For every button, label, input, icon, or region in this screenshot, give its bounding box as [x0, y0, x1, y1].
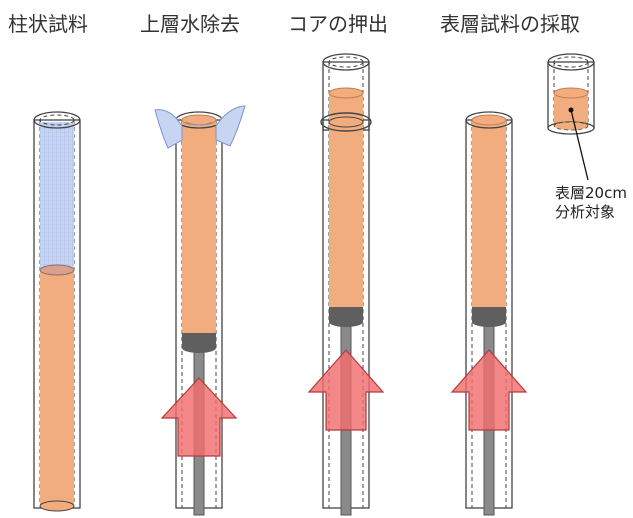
annotation-analysis-target: 分析対象	[555, 203, 616, 221]
step-title-extrude-core: コアの押出	[288, 12, 388, 36]
step-title-remove-water: 上層水除去	[140, 12, 240, 36]
annotation-leader-line	[570, 109, 589, 181]
sediment-core	[40, 270, 74, 506]
tube-columnar-sample	[33, 111, 81, 512]
tube-surface-sampling	[450, 111, 528, 516]
tube-remove-water	[154, 105, 246, 516]
step-title-surface-sampling: 表層試料の採取	[440, 12, 580, 36]
surface-sample-cup	[547, 53, 595, 181]
sediment-core	[329, 93, 363, 306]
sediment-core	[472, 120, 506, 306]
splash-icon	[154, 105, 246, 149]
tube-extrude-core	[307, 53, 385, 516]
annotation-surface-20cm: 表層20cm	[555, 184, 627, 202]
up-arrow-icon	[450, 349, 528, 431]
sediment-core	[182, 120, 216, 332]
up-arrow-icon	[160, 377, 238, 457]
overlying-water	[40, 122, 74, 270]
step-title-columnar-sample: 柱状試料	[8, 12, 88, 36]
up-arrow-icon	[307, 349, 385, 431]
